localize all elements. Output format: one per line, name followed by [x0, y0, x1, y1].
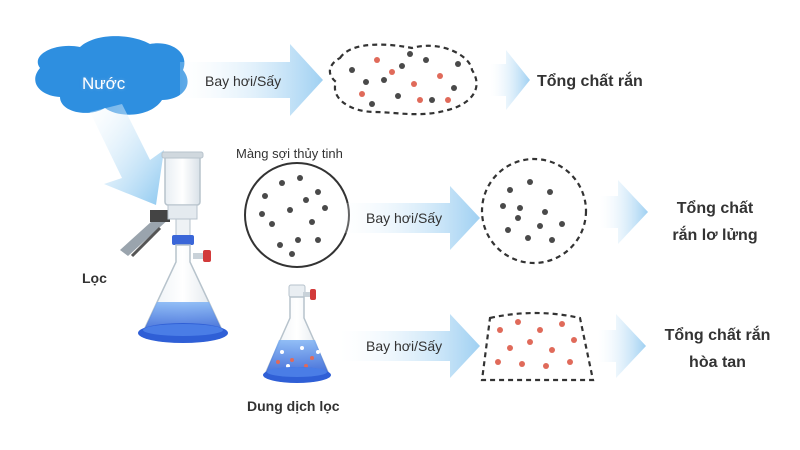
- particle: [279, 180, 285, 186]
- particle: [559, 221, 565, 227]
- particle: [269, 221, 275, 227]
- filtration-apparatus: [120, 151, 228, 343]
- arrow-middle: [340, 186, 480, 250]
- particle: [359, 91, 365, 97]
- particle: [315, 237, 321, 243]
- particle: [297, 175, 303, 181]
- particle: [527, 339, 533, 345]
- particle: [451, 85, 457, 91]
- particle: [515, 319, 521, 325]
- particle: [411, 81, 417, 87]
- particle: [277, 242, 283, 248]
- particle: [399, 63, 405, 69]
- particle: [537, 223, 543, 229]
- particle: [567, 359, 573, 365]
- dissolved-particles: [495, 319, 577, 369]
- particle: [507, 187, 513, 193]
- water-label: Nước: [82, 74, 126, 93]
- arrow-top-result: [490, 50, 530, 110]
- arrow-top: [180, 44, 323, 116]
- particle: [295, 237, 301, 243]
- suspended-solids-circle: [480, 157, 588, 265]
- water-blob: [35, 36, 188, 115]
- filter-label: Lọc: [82, 270, 107, 286]
- particle: [549, 347, 555, 353]
- filtrate-label: Dung dịch lọc: [247, 398, 340, 414]
- particle: [505, 227, 511, 233]
- glass-fiber-label: Màng sợi thủy tinh: [236, 146, 343, 161]
- particle: [280, 350, 284, 354]
- particle: [300, 346, 304, 350]
- particle: [315, 189, 321, 195]
- total-solids-blob: [328, 43, 478, 116]
- particle: [289, 251, 295, 257]
- particle: [437, 73, 443, 79]
- particle: [515, 215, 521, 221]
- particle: [547, 189, 553, 195]
- particle: [290, 358, 294, 362]
- evaporate-bottom-label: Bay hơi/Sấy: [366, 338, 443, 354]
- particle: [310, 356, 314, 360]
- particle: [517, 205, 523, 211]
- particle: [417, 97, 423, 103]
- particle: [363, 79, 369, 85]
- particle: [571, 337, 577, 343]
- particle: [349, 67, 355, 73]
- particle: [381, 77, 387, 83]
- particle: [542, 209, 548, 215]
- particle: [543, 363, 549, 369]
- particle: [495, 359, 501, 365]
- suspended-solids-line2: rắn lơ lửng: [672, 227, 758, 244]
- suspended-solids-label: Tổng chất rắn lơ lửng: [655, 195, 775, 249]
- particle: [304, 364, 308, 368]
- particle: [527, 179, 533, 185]
- particle: [525, 235, 531, 241]
- total-solids-label: Tổng chất rắn: [537, 73, 643, 90]
- particle: [407, 51, 413, 57]
- total-solids-particles: [349, 51, 461, 107]
- particle: [537, 327, 543, 333]
- suspended-particles: [500, 179, 565, 243]
- particle: [259, 211, 265, 217]
- particle: [519, 361, 525, 367]
- filtrate-flask: [263, 284, 331, 383]
- arrow-down-to-filter: [90, 104, 164, 205]
- membrane-particles: [259, 175, 328, 257]
- particle: [322, 205, 328, 211]
- particle: [497, 327, 503, 333]
- arrow-bottom-result: [598, 314, 646, 378]
- particle: [429, 97, 435, 103]
- arrow-bottom: [340, 314, 480, 378]
- dissolved-solids-line2: hòa tan: [689, 354, 746, 371]
- dissolved-solids-shape: [480, 311, 595, 382]
- particle: [549, 237, 555, 243]
- particle: [559, 321, 565, 327]
- dissolved-solids-label: Tổng chất rắn hòa tan: [650, 322, 785, 376]
- particle: [286, 364, 290, 368]
- particle: [455, 61, 461, 67]
- particle: [369, 101, 375, 107]
- particle: [287, 207, 293, 213]
- particle: [262, 193, 268, 199]
- particle: [276, 360, 280, 364]
- particle: [309, 219, 315, 225]
- particle: [423, 57, 429, 63]
- particle: [389, 69, 395, 75]
- dissolved-solids-line1: Tổng chất rắn: [664, 327, 771, 344]
- particle: [500, 203, 506, 209]
- suspended-solids-line1: Tổng chất: [676, 200, 754, 217]
- particle: [445, 97, 451, 103]
- particle: [507, 345, 513, 351]
- evaporate-top-label: Bay hơi/Sấy: [205, 73, 282, 89]
- particle: [395, 93, 401, 99]
- particle: [316, 350, 320, 354]
- particle: [303, 197, 309, 203]
- particle: [374, 57, 380, 63]
- arrow-middle-result: [600, 180, 648, 244]
- evaporate-middle-label: Bay hơi/Sấy: [366, 210, 443, 226]
